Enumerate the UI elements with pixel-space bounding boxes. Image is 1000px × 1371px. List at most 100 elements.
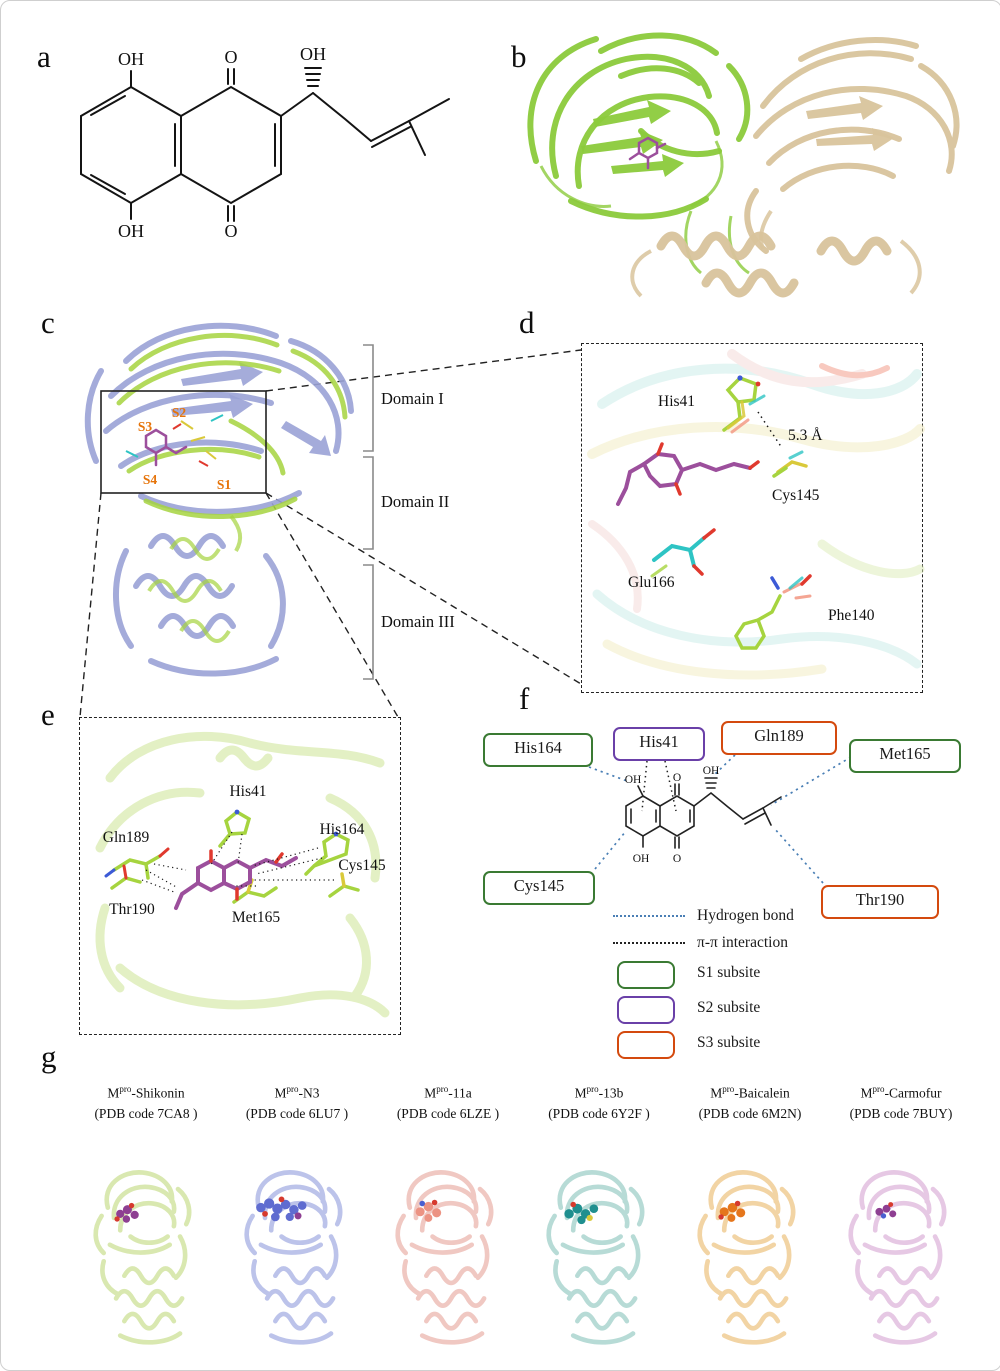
label-met165: Met165 (232, 909, 280, 926)
panel-label-c: c (41, 305, 55, 340)
subsite-label-s4: S4 (143, 472, 158, 487)
residue-box-gln189: Gln189 (721, 721, 837, 755)
structure-name: Mpro-Carmofur (860, 1084, 942, 1101)
residue-box-cys145: Cys145 (483, 871, 595, 905)
structure-name: Mpro-N3 (274, 1084, 320, 1101)
structure-caption: Mpro-Baicalein (PDB code 6M2N) (680, 1083, 820, 1124)
shikonin-ligand-sticks-d (616, 442, 760, 506)
protein-structure (227, 1154, 367, 1350)
label-glu166: Glu166 (628, 574, 675, 591)
structure-gallery: Mpro-Shikonin (PDB code 7CA8 ) Mpro-N3 (… (76, 1083, 971, 1350)
atom-label-o-top: O (225, 47, 238, 67)
subsite-label-s1: S1 (217, 477, 232, 492)
structure-card-13b: Mpro-13b (PDB code 6Y2F ) (529, 1083, 669, 1350)
structure-card-carmofur: Mpro-Carmofur (PDB code 7BUY) (831, 1083, 971, 1350)
interaction-dotted-lines (141, 831, 334, 893)
naphthoquinone-rings (80, 68, 282, 222)
label-phe140: Phe140 (828, 607, 875, 624)
panel-label-e: e (41, 697, 55, 732)
panel-label-a: a (37, 39, 51, 74)
structure-caption: Mpro-N3 (PDB code 6LU7 ) (227, 1083, 367, 1124)
structure-card-baicalein: Mpro-Baicalein (PDB code 6M2N) (680, 1083, 820, 1350)
panel-label-f: f (519, 681, 530, 716)
structure-card-n3: Mpro-N3 (PDB code 6LU7 ) (227, 1083, 367, 1350)
structure-pdb: (PDB code 6LU7 ) (245, 1105, 349, 1121)
shikonin-structure-2d: OH O OH OH O (80, 44, 450, 241)
legend-s2-label: S2 subsite (697, 999, 761, 1016)
residue-box-cys145-label: Cys145 (513, 876, 565, 895)
shikonin-ligand-sticks-c (144, 428, 188, 467)
label-his41: His41 (658, 393, 695, 410)
residue-box-gln189-label: Gln189 (754, 726, 804, 745)
thr190-sticks (110, 864, 142, 890)
label-thr190: Thr190 (109, 901, 155, 918)
interaction-closeup-panel: Gln189 His41 His164 Cys145 Thr190 Met165 (79, 717, 401, 1035)
his164-sticks (304, 831, 350, 876)
f-atom-o-bottom: O (673, 853, 681, 865)
ligand-spheres (875, 1202, 897, 1219)
active-site-sticks-red (172, 423, 209, 467)
legend-s2-swatch (617, 996, 675, 1024)
subsite-labels: S2 S3 S4 S1 (138, 405, 232, 492)
wheat-helices (656, 231, 892, 298)
domain-label-2: Domain II (381, 492, 449, 511)
label-his164: His164 (320, 821, 365, 838)
cys145-sticks-e (328, 872, 360, 898)
panel-label-b: b (511, 39, 527, 74)
structure-name: Mpro-13b (574, 1084, 624, 1101)
structure-pdb: (PDB code 6LZE ) (396, 1105, 500, 1121)
legend-hydrogen-bond-label: Hydrogen bond (697, 907, 794, 924)
residue-box-his41: His41 (613, 727, 705, 761)
structure-pdb: (PDB code 7BUY) (849, 1105, 953, 1121)
lavender-beta-strands (171, 362, 331, 456)
subsite-label-s2: S2 (172, 405, 187, 420)
active-site-closeup-art: His41 5.3 Å Cys145 Glu166 Phe140 (587, 349, 925, 680)
domain-label-1: Domain I (381, 389, 444, 408)
legend-hydrogen-bond-line (613, 915, 685, 917)
lavender-helices-domain3 (112, 533, 286, 677)
legend-s3-label: S3 subsite (697, 1034, 761, 1051)
shikonin-ligand-sticks-e (174, 849, 298, 910)
structure-pdb: (PDB code 6Y2F ) (548, 1105, 650, 1121)
protein-structure (378, 1154, 518, 1350)
mpro-dimer-cartoon (527, 32, 960, 298)
side-chain-bonds (280, 67, 450, 156)
label-cys145: Cys145 (772, 487, 820, 504)
green-helices-domain3 (147, 514, 243, 643)
domain-label-3: Domain III (381, 612, 455, 631)
mpro-monomer-superposition: S2 S3 S4 S1 Domain I Domain II Domain II… (84, 322, 455, 680)
structure-caption: Mpro-Carmofur (PDB code 7BUY) (831, 1083, 971, 1124)
active-site-sticks-yellow (180, 420, 217, 460)
ligand-spheres (114, 1202, 139, 1223)
gln189-sticks (104, 847, 170, 880)
residue-box-his164-label: His164 (514, 738, 562, 757)
pi-pi-lines (641, 760, 677, 812)
protein-structure (680, 1154, 820, 1350)
f-atom-o-top: O (673, 772, 681, 784)
domain-brackets (363, 344, 374, 680)
structure-name: Mpro-Baicalein (710, 1084, 790, 1101)
protein-structure (76, 1154, 216, 1350)
met165-sticks (232, 878, 278, 904)
glu166-sticks (650, 528, 716, 578)
label-gln189: Gln189 (103, 829, 150, 846)
residue-box-met165-label: Met165 (879, 744, 931, 763)
structure-caption: Mpro-11a (PDB code 6LZE ) (378, 1083, 518, 1124)
structure-pdb: (PDB code 6M2N) (698, 1105, 802, 1121)
active-site-closeup-panel: His41 5.3 Å Cys145 Glu166 Phe140 (581, 343, 925, 693)
structure-pdb: (PDB code 7CA8 ) (94, 1105, 198, 1121)
green-ribbons-upper (116, 333, 348, 520)
hydrogen-bond-lines (588, 754, 852, 884)
atom-label-oh-bottom: OH (118, 221, 144, 241)
green-beta-strands (581, 100, 684, 177)
background-ribbons (587, 349, 925, 680)
residue-box-thr190: Thr190 (821, 885, 939, 919)
atom-label-oh-chain: OH (300, 44, 326, 64)
protein-structure (529, 1154, 669, 1350)
f-atom-oh-chain: OH (703, 765, 720, 777)
atom-label-oh-topleft: OH (118, 49, 144, 69)
subsite-label-s3: S3 (138, 419, 153, 434)
legend-s1-swatch (617, 961, 675, 989)
label-cys145-e: Cys145 (338, 857, 386, 874)
